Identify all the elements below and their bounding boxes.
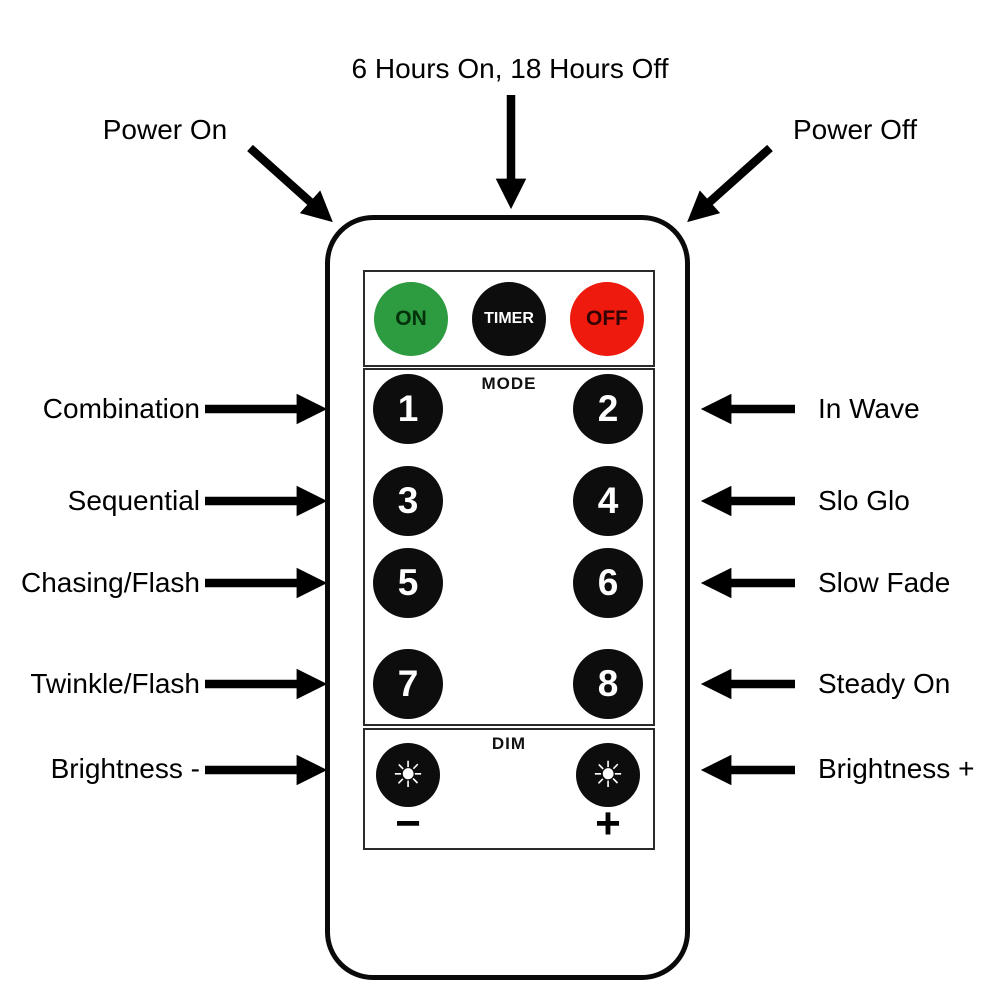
label-sequential: Sequential (67, 484, 200, 516)
label-brightness-plus: Brightness + (818, 752, 975, 784)
label-power-on: Power On (102, 113, 228, 145)
label-slow-fade: Slow Fade (818, 566, 951, 598)
label-in-wave: In Wave (818, 392, 920, 424)
timer-button[interactable]: TIMER (472, 281, 546, 356)
mode-section-title: MODE (481, 374, 537, 393)
dim-minus-symbol: − (395, 799, 421, 848)
mode-button-8[interactable]: 8 (573, 649, 643, 719)
dim-section: DIM ☀ ☀ − + (363, 728, 655, 850)
dim-plus-symbol: + (595, 799, 621, 848)
brightness-icon: ☀ (391, 754, 425, 795)
mode-button-7[interactable]: 7 (373, 649, 443, 719)
mode-button-5[interactable]: 5 (373, 548, 443, 618)
mode-button-1[interactable]: 1 (373, 374, 443, 444)
label-brightness-minus: Brightness - (50, 752, 200, 784)
label-slo-glo: Slo Glo (818, 484, 910, 516)
label-combination: Combination (42, 392, 200, 424)
power-section: ON TIMER OFF (363, 270, 655, 367)
label-twinkle-flash: Twinkle/Flash (30, 667, 200, 699)
dim-section-title: DIM (491, 734, 527, 753)
arrow-power-off (687, 144, 773, 223)
mode-button-2[interactable]: 2 (573, 374, 643, 444)
mode-section: MODE 1 2 3 4 5 6 7 8 (363, 368, 655, 726)
remote-body: ON TIMER OFF MODE 1 2 3 4 5 6 7 8 DIM ☀ … (325, 215, 690, 980)
mode-button-4[interactable]: 4 (573, 466, 643, 536)
mode-button-3[interactable]: 3 (373, 466, 443, 536)
power-off-button[interactable]: OFF (570, 281, 644, 356)
label-power-off: Power Off (793, 113, 917, 145)
brightness-icon: ☀ (591, 754, 625, 795)
label-timer-schedule: 6 Hours On, 18 Hours Off (351, 52, 669, 84)
mode-button-6[interactable]: 6 (573, 548, 643, 618)
brightness-down-button[interactable]: ☀ (376, 743, 440, 807)
arrow-power-on (247, 144, 333, 223)
label-chasing-flash: Chasing/Flash (21, 566, 200, 598)
brightness-up-button[interactable]: ☀ (576, 743, 640, 807)
power-on-button[interactable]: ON (374, 281, 448, 356)
label-steady-on: Steady On (818, 667, 951, 699)
